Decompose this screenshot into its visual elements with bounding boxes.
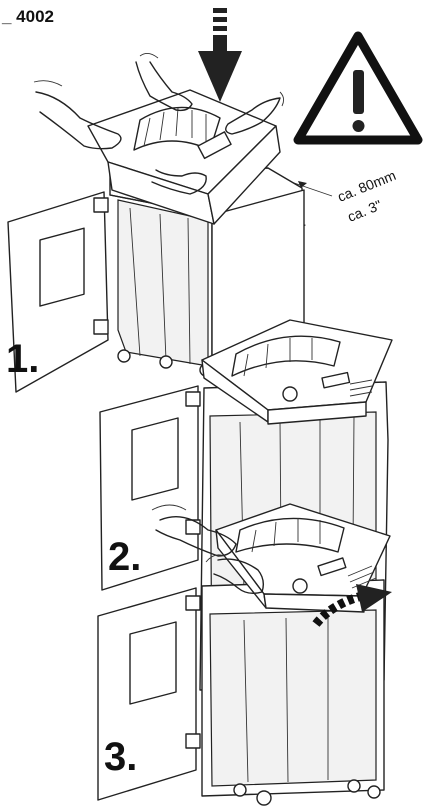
model-label: _ 4002 [1,7,54,26]
down-arrow-icon [198,8,242,102]
step-2-label: 2. [108,535,141,579]
step-1-illustration [7,53,305,393]
step-3-illustration [97,503,391,806]
step-1-label: 1. [6,337,39,381]
dimension-metric: ca. 80mm [335,167,398,205]
warning-triangle-icon [293,31,423,145]
step-3-label: 3. [104,735,137,779]
rotate-arrow-icon [312,584,392,627]
dimension-imperial: ca. 3" [345,197,384,225]
